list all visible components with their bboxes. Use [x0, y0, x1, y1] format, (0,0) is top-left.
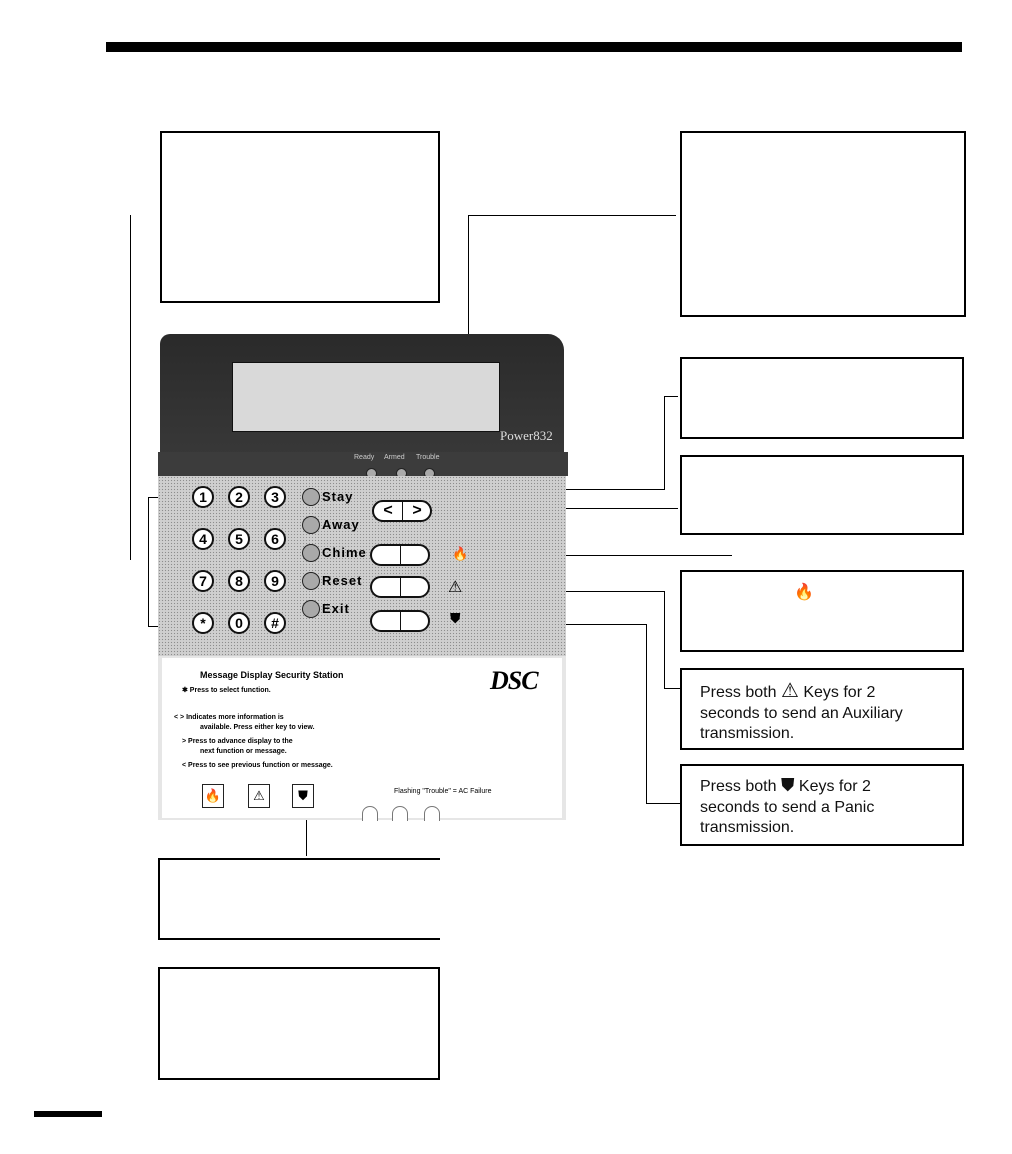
card-auxiliary-icon: ⚠ [248, 784, 270, 808]
card-line-6: < Press to see previous function or mess… [182, 762, 333, 769]
auxiliary-prefix: Press both [700, 684, 777, 701]
panic-rest: Keys for 2 [798, 778, 871, 795]
fire-key-icon: 🔥 [452, 546, 469, 561]
leader-line-panic-v [646, 624, 647, 804]
keypad-brand: Power832 [500, 428, 553, 443]
chime-label: Chime [322, 545, 367, 560]
card-notch [392, 806, 408, 821]
led-label-armed: Armed [384, 454, 405, 461]
key-1[interactable]: 1 [192, 486, 214, 508]
chime-button[interactable] [302, 544, 320, 562]
panic-key-divider [400, 612, 401, 630]
card-line-5: next function or message. [200, 748, 287, 755]
panic-prefix: Press both [700, 778, 777, 795]
led-label-ready: Ready [354, 454, 375, 461]
exit-button[interactable] [302, 600, 320, 618]
away-label: Away [322, 517, 360, 532]
callout-box-display [680, 131, 966, 317]
scroll-right-key[interactable]: > [412, 502, 422, 519]
panic-line-1: Press both ⛊ Keys for 2 [700, 776, 871, 796]
reset-label: Reset [322, 573, 363, 588]
auxiliary-icon: ⚠ [780, 680, 799, 702]
card-panic-icon: ⛊ [292, 784, 314, 808]
callout-box-exit [158, 858, 440, 940]
panic-line-2: seconds to send a Panic [700, 799, 875, 816]
card-line-2: < > Indicates more information is [174, 714, 284, 721]
callout-box-bottom-left [158, 967, 440, 1080]
exit-label: Exit [322, 601, 350, 616]
panic-key-icon: ⛊ [450, 610, 461, 626]
panic-line-3: transmission. [700, 819, 795, 836]
callout-box-scroll-left [680, 357, 964, 439]
key-0[interactable]: 0 [228, 612, 250, 634]
keypad-illustration: Power832 Ready Armed Trouble 1 2 3 4 5 6… [158, 328, 568, 821]
auxiliary-key-icon: ⚠ [448, 579, 463, 596]
scroll-key-pair: < > [372, 500, 432, 522]
callout-box-scroll-right [680, 455, 964, 535]
card-notch [424, 806, 440, 821]
card-fire-icon: 🔥 [202, 784, 224, 808]
flashing-trouble-note: Flashing "Trouble" = AC Failure [394, 788, 492, 795]
leader-line-scroll-left-v [664, 396, 665, 490]
fire-key-pair[interactable] [370, 544, 430, 566]
key-9[interactable]: 9 [264, 570, 286, 592]
card-notch [362, 806, 378, 821]
dsc-logo: DSC [490, 666, 539, 695]
card-title: Message Display Security Station [200, 670, 344, 680]
leader-line-panic-end [646, 803, 682, 804]
footer-rule [34, 1111, 102, 1117]
card-line-3: available. Press either key to view. [200, 724, 315, 731]
key-star[interactable]: * [192, 612, 214, 634]
stay-button[interactable] [302, 488, 320, 506]
key-2[interactable]: 2 [228, 486, 250, 508]
stay-label: Stay [322, 489, 354, 504]
leader-line-numbers-bracket [148, 497, 149, 627]
fire-icon: 🔥 [794, 584, 814, 601]
aux-key-divider [400, 578, 401, 596]
card-line-1: ✱ Press to select function. [182, 687, 271, 694]
panic-icon: ⛊ [780, 775, 795, 795]
leader-line-numbers [130, 215, 131, 560]
card-line-4: > Press to advance display to the [182, 738, 293, 745]
leader-line-aux-end [664, 688, 682, 689]
scroll-divider [402, 502, 403, 520]
led-label-trouble: Trouble [416, 454, 440, 461]
keypad-lcd-display [232, 362, 500, 432]
fire-key-divider [400, 546, 401, 564]
key-4[interactable]: 4 [192, 528, 214, 550]
auxiliary-line-3: transmission. [700, 725, 795, 742]
auxiliary-rest: Keys for 2 [803, 684, 876, 701]
scroll-left-key[interactable]: < [383, 502, 393, 519]
key-8[interactable]: 8 [228, 570, 250, 592]
keypad-body [158, 476, 566, 656]
away-button[interactable] [302, 516, 320, 534]
reset-button[interactable] [302, 572, 320, 590]
key-pound[interactable]: # [264, 612, 286, 634]
leader-line-display-h [468, 215, 676, 216]
led-bar [158, 452, 568, 476]
key-7[interactable]: 7 [192, 570, 214, 592]
auxiliary-key-pair[interactable] [370, 576, 430, 598]
key-6[interactable]: 6 [264, 528, 286, 550]
callout-box-fire: 🔥 [680, 570, 964, 652]
callout-box-top-left [160, 131, 440, 303]
header-rule [106, 42, 962, 52]
leader-line-aux-v [664, 591, 665, 689]
callout-box-panic: Press both ⛊ Keys for 2 seconds to send … [680, 764, 964, 846]
panic-key-pair[interactable] [370, 610, 430, 632]
auxiliary-line-1: Press both ⚠ Keys for 2 [700, 680, 876, 702]
key-5[interactable]: 5 [228, 528, 250, 550]
auxiliary-line-2: seconds to send an Auxiliary [700, 705, 903, 722]
callout-box-auxiliary: Press both ⚠ Keys for 2 seconds to send … [680, 668, 964, 750]
leader-line-fire [460, 555, 732, 556]
leader-line-scroll-left-top [664, 396, 678, 397]
key-3[interactable]: 3 [264, 486, 286, 508]
leader-line-display-v [468, 215, 469, 380]
instruction-card: Message Display Security Station DSC ✱ P… [162, 658, 562, 821]
